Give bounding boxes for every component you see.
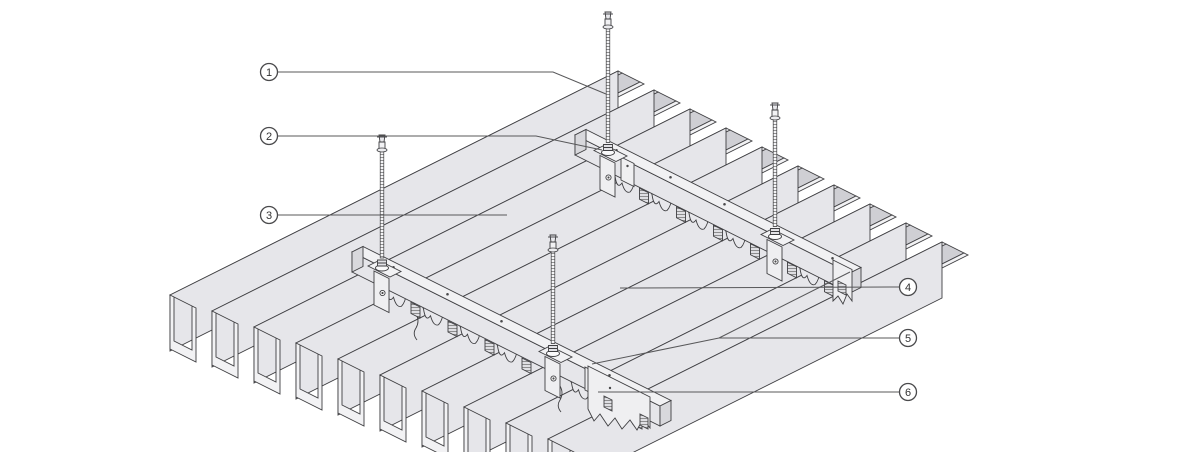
anchor-collar [769,115,781,121]
screw-dot [552,377,555,380]
callout-number-1: 1 [266,67,272,79]
spring-clip [603,395,613,412]
anchor-collar [547,247,559,253]
threaded-rod [772,116,778,227]
spring-clip [484,338,495,356]
connector-plate [620,156,635,188]
leader-line-1 [277,71,607,95]
expansion-anchor-head [771,102,779,111]
spring-clip [787,261,797,279]
spring-clip [410,301,421,319]
baffle-end-section [169,294,197,363]
baffle-end-section [337,358,365,427]
callout-number-3: 3 [266,210,272,222]
callout-circle-5 [898,328,918,348]
threaded-rod [550,248,556,344]
hanger-assembly-4 [537,234,574,399]
callout-number-2: 2 [266,131,272,143]
callout-number-4: 4 [905,282,911,294]
screw-dot [608,386,612,390]
hex-nut [603,144,613,151]
leader-line-2 [277,135,603,151]
hanger-assembly-3 [759,102,796,282]
callout-6: 6 [598,382,918,402]
carrier-end-cap [659,399,672,427]
screw-dot [500,319,503,323]
leader-line-4 [619,286,900,289]
screw-dot [669,175,672,179]
hanger-assembly-1 [592,11,629,198]
baffle-end-section [505,422,533,452]
callout-circle-4 [898,277,918,297]
carrier-2-end-bracket [587,365,651,431]
threaded-rod [379,148,385,259]
carrier-start-cap [574,128,587,156]
end-bracket-plate [832,259,853,305]
callout-2: 2 [259,126,603,151]
carrier-start-cap [351,245,364,273]
baffle-end-section [547,438,575,452]
hanger-assembly-2 [366,134,403,314]
screw-dot [381,291,384,295]
screw-dot [607,176,610,179]
spring-clip [713,224,723,242]
callout-number-5: 5 [905,333,911,345]
spring-clip [639,413,649,430]
hex-nut [770,228,780,235]
callout-circle-1 [259,62,279,82]
ceiling-assembly [168,11,970,452]
screw-dot [831,256,834,260]
leader-line-5 [591,271,900,365]
end-bracket-plate [587,365,651,431]
callout-5: 5 [591,271,918,365]
callout-3: 3 [259,205,507,225]
screw-dot [608,373,611,377]
baffle-end-section [379,374,407,443]
spring-clip [750,243,760,260]
baffle-end-section [421,390,449,452]
hex-nut [548,345,558,352]
anchor-collar [376,147,388,153]
spring-clip [676,206,686,223]
callout-number-6: 6 [905,387,911,399]
callout-4: 4 [619,277,918,297]
screw-dot [723,202,726,206]
screw-dot [774,260,777,263]
callout-circle-3 [259,205,279,225]
callout-circle-2 [259,126,279,146]
spring-clip [521,357,532,375]
expansion-anchor-head [549,234,557,243]
baffle-end-section [253,326,281,395]
carrier-1-end-bracket [832,259,853,305]
expansion-anchor-head [604,11,612,20]
baffle-end-section [463,406,491,452]
baffle-end-section [295,342,323,411]
screw-dot [626,164,629,168]
screw-dot [446,292,449,296]
threaded-rod [605,25,611,143]
callout-1: 1 [259,62,607,95]
baffle-profile-2 [210,89,682,379]
callout-circle-6 [898,382,918,402]
baffle-end-section [211,310,239,379]
spring-clip [639,187,649,205]
anchor-collar [602,24,614,30]
spring-clip [447,320,458,338]
hex-nut [377,259,387,267]
